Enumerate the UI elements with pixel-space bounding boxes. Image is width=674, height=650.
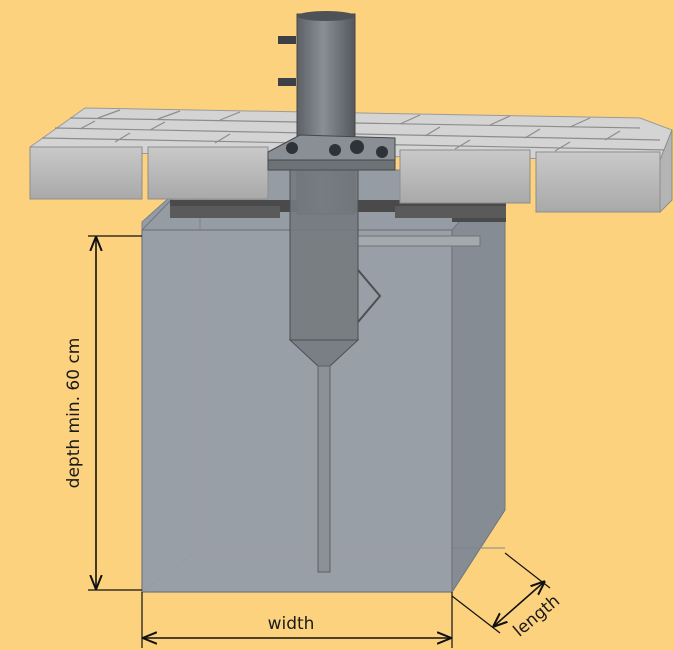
length-label: length bbox=[510, 591, 564, 641]
depth-label: depth min. 60 cm bbox=[64, 338, 84, 489]
pit-right-face bbox=[451, 168, 506, 594]
width-dimension bbox=[141, 592, 453, 648]
depth-dimension bbox=[88, 235, 142, 591]
anchor-bar bbox=[354, 235, 481, 247]
pole-assembly bbox=[267, 11, 396, 573]
length-dimension bbox=[451, 552, 551, 634]
foundation-pit bbox=[141, 168, 506, 594]
width-label: width bbox=[268, 614, 315, 634]
